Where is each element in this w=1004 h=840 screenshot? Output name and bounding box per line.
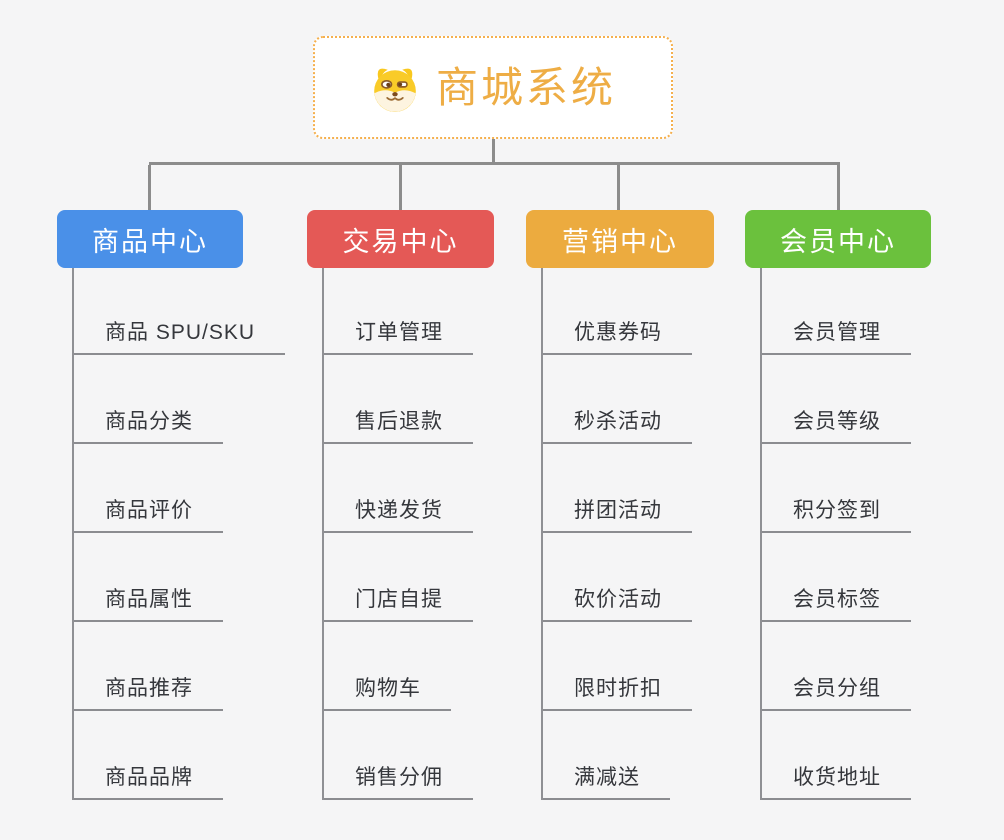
doge-face-icon: [374, 68, 416, 112]
leaf-node[interactable]: 拼团活动: [543, 444, 692, 533]
leaf-node[interactable]: 会员管理: [762, 268, 911, 355]
leaf-column-product-center: 商品 SPU/SKU 商品分类 商品评价 商品属性 商品推荐 商品品牌: [72, 268, 286, 800]
leaf-column-member-center: 会员管理 会员等级 积分签到 会员标签 会员分组 收货地址: [760, 268, 911, 800]
leaf-node[interactable]: 商品分类: [74, 355, 223, 444]
leaf-node[interactable]: 售后退款: [324, 355, 473, 444]
leaf-node[interactable]: 商品 SPU/SKU: [74, 268, 286, 355]
leaf-node[interactable]: 限时折扣: [543, 622, 692, 711]
branch-label: 商品中心: [92, 226, 208, 257]
root-node-mall-system[interactable]: 商城系统: [313, 36, 673, 139]
branch-label: 交易中心: [342, 226, 459, 257]
leaf-node[interactable]: 优惠券码: [543, 268, 692, 355]
leaf-column-marketing-center: 优惠券码 秒杀活动 拼团活动 砍价活动 限时折扣 满减送: [541, 268, 692, 800]
leaf-node[interactable]: 秒杀活动: [543, 355, 692, 444]
connector-horizontal-bus: [149, 162, 840, 165]
leaf-node[interactable]: 销售分佣: [324, 711, 473, 800]
branch-label: 会员中心: [780, 226, 896, 257]
connector-drop-trade-center: [399, 165, 402, 210]
leaf-node[interactable]: 会员分组: [762, 622, 911, 711]
leaf-node[interactable]: 积分签到: [762, 444, 911, 533]
leaf-node[interactable]: 商品推荐: [74, 622, 223, 711]
branch-node-member-center[interactable]: 会员中心: [745, 210, 931, 268]
connector-drop-member-center: [837, 165, 840, 210]
leaf-node[interactable]: 快递发货: [324, 444, 473, 533]
branch-node-product-center[interactable]: 商品中心: [57, 210, 243, 268]
leaf-node[interactable]: 收货地址: [762, 711, 911, 800]
leaf-node[interactable]: 砍价活动: [543, 533, 692, 622]
branch-node-trade-center[interactable]: 交易中心: [307, 210, 494, 268]
leaf-node[interactable]: 购物车: [324, 622, 451, 711]
leaf-node[interactable]: 会员标签: [762, 533, 911, 622]
leaf-node[interactable]: 满减送: [543, 711, 670, 800]
branch-label: 营销中心: [562, 226, 678, 257]
leaf-node[interactable]: 会员等级: [762, 355, 911, 444]
leaf-node[interactable]: 订单管理: [324, 268, 473, 355]
connector-drop-product-center: [148, 165, 151, 210]
connector-root-stem: [492, 139, 495, 165]
root-node-title: 商城系统: [435, 63, 616, 111]
leaf-node[interactable]: 商品属性: [74, 533, 223, 622]
leaf-column-trade-center: 订单管理 售后退款 快递发货 门店自提 购物车 销售分佣: [322, 268, 473, 800]
leaf-node[interactable]: 商品品牌: [74, 711, 223, 800]
connector-drop-marketing-center: [617, 165, 620, 210]
branch-node-marketing-center[interactable]: 营销中心: [526, 210, 714, 268]
leaf-node[interactable]: 商品评价: [74, 444, 223, 533]
leaf-node[interactable]: 门店自提: [324, 533, 473, 622]
